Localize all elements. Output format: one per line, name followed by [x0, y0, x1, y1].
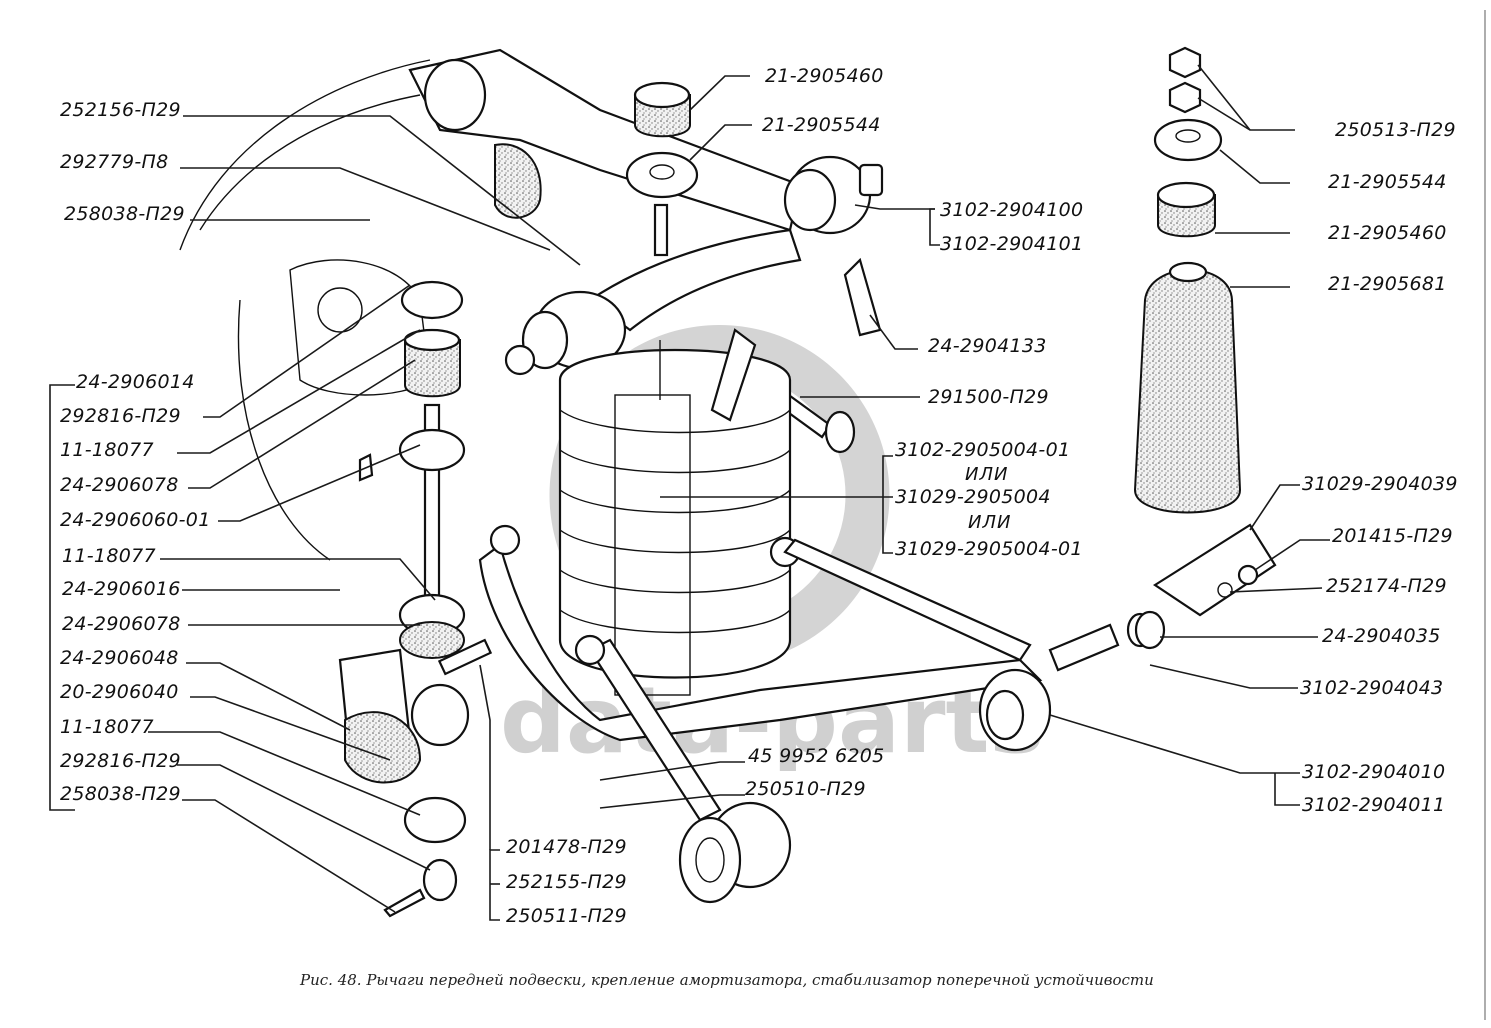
- center-bushings: [625, 81, 699, 257]
- label-250511-p29: 250511-П29: [506, 905, 627, 927]
- label-3102-2904101: 3102-2904101: [940, 233, 1083, 255]
- label-292816-p29: 292816-П29: [60, 405, 181, 427]
- lower-control-arm: [478, 524, 1154, 904]
- label-21-2905681: 21-2905681: [1328, 273, 1447, 295]
- label-21-2905460-right: 21-2905460: [1328, 222, 1447, 244]
- labels-center: 21-2905460 21-2905544 3102-2904100 3102-…: [506, 65, 1083, 927]
- label-24-2906060-01: 24-2906060-01: [60, 509, 211, 531]
- label-45-9952-6205: 45 9952 6205: [748, 745, 885, 767]
- label-250513-p29: 250513-П29: [1335, 119, 1456, 141]
- label-24-2906048: 24-2906048: [60, 647, 179, 669]
- label-258038-p29-b: 258038-П29: [60, 783, 181, 805]
- label-3102-2904010: 3102-2904010: [1302, 761, 1445, 783]
- label-24-2904133: 24-2904133: [928, 335, 1047, 357]
- label-252155-p29: 252155-П29: [506, 871, 627, 893]
- figure-caption: Рис. 48. Рычаги передней подвески, крепл…: [299, 971, 1154, 989]
- label-11-18077: 11-18077: [60, 439, 154, 461]
- label-shock-option-3: 31029-2905004-01: [895, 538, 1083, 560]
- label-20-2906040: 20-2906040: [60, 681, 179, 703]
- label-shock-or-2: ИЛИ: [968, 512, 1011, 533]
- label-21-2905460-center: 21-2905460: [765, 65, 884, 87]
- label-252174-p29: 252174-П29: [1326, 575, 1447, 597]
- labels-left: 252156-П29 292779-П8 258038-П29 24-29060…: [60, 99, 211, 805]
- label-21-2905544-center: 21-2905544: [762, 114, 881, 136]
- label-31029-2904039: 31029-2904039: [1302, 473, 1458, 495]
- label-24-2906016: 24-2906016: [62, 578, 181, 600]
- label-250510-p29: 250510-П29: [745, 778, 866, 800]
- label-291500-p29: 291500-П29: [928, 386, 1049, 408]
- label-201478-p29: 201478-П29: [506, 836, 627, 858]
- label-21-2905544-right: 21-2905544: [1328, 171, 1447, 193]
- label-24-2906014: 24-2906014: [76, 371, 195, 393]
- label-shock-option-1: 3102-2905004-01: [895, 439, 1070, 461]
- steering-knuckle: [179, 59, 431, 561]
- label-3102-2904043: 3102-2904043: [1300, 677, 1443, 699]
- label-11-18077-b: 11-18077: [62, 545, 156, 567]
- label-24-2904035: 24-2904035: [1322, 625, 1441, 647]
- labels-right: 250513-П29 21-2905544 21-2905460 21-2905…: [1300, 119, 1458, 816]
- label-292816-p29-b: 292816-П29: [60, 750, 181, 772]
- label-201415-p29: 201415-П29: [1332, 525, 1453, 547]
- right-bracket-parts: [1134, 523, 1277, 650]
- label-258038-p29: 258038-П29: [64, 203, 185, 225]
- label-3102-2904011: 3102-2904011: [1302, 794, 1445, 816]
- leader-lines: [49, 64, 1330, 921]
- label-3102-2904100: 3102-2904100: [940, 199, 1083, 221]
- label-24-2906078-b: 24-2906078: [62, 613, 181, 635]
- right-shock-mount-parts: [1133, 46, 1242, 514]
- label-11-18077-c: 11-18077: [60, 716, 154, 738]
- label-shock-option-2: 31029-2905004: [895, 486, 1051, 508]
- stabilizer-link: [338, 280, 493, 918]
- label-292779-p8: 292779-П8: [60, 151, 168, 173]
- label-252156-p29: 252156-П29: [60, 99, 181, 121]
- label-shock-or-1: ИЛИ: [965, 464, 1008, 485]
- label-24-2906078: 24-2906078: [60, 474, 179, 496]
